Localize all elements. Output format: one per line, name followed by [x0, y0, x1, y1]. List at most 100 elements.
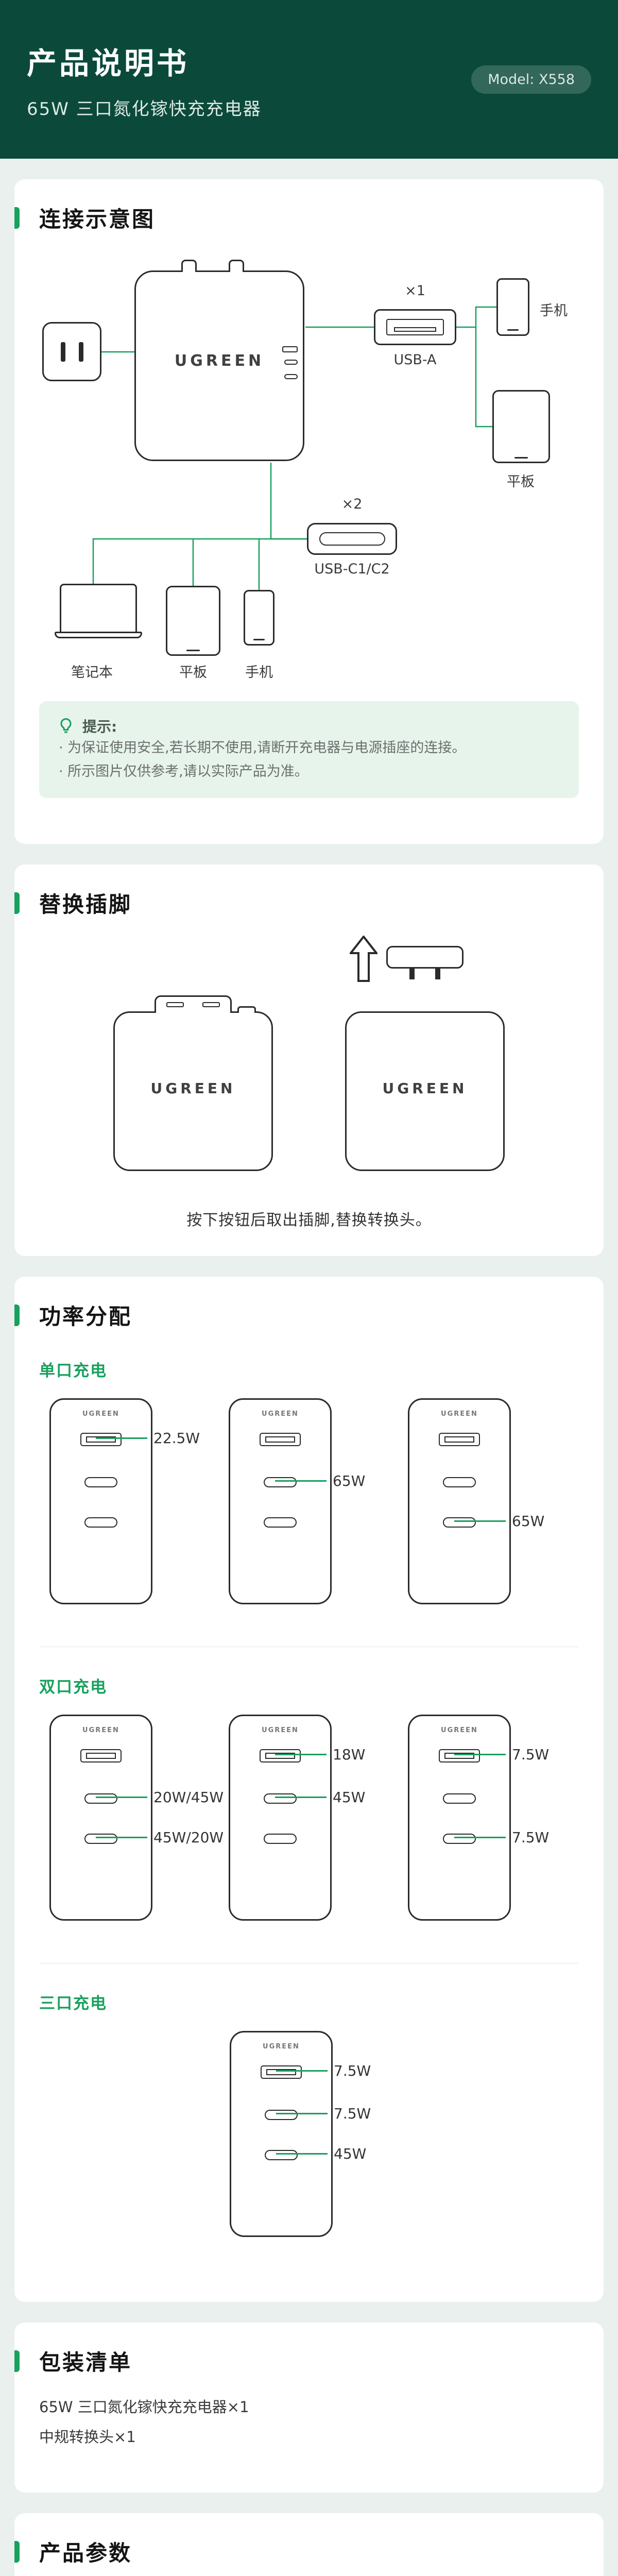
socket-slot — [60, 342, 65, 362]
socket-slot — [78, 342, 83, 362]
packing-list: 65W 三口氮化镓快充充电器×1 中规转换头×1 — [39, 2392, 579, 2452]
phone-bottom-label: 手机 — [245, 665, 273, 681]
usb-c1-port — [84, 1793, 117, 1804]
tablet-right-label: 平板 — [507, 474, 535, 490]
wattage-label: 65W — [512, 1512, 545, 1530]
power-diagram: UGREEN 65W — [218, 1398, 398, 1620]
usb-c2-port — [84, 1517, 117, 1528]
section-accent-bar — [14, 2350, 20, 2372]
mini-charger: UGREEN — [229, 1398, 332, 1604]
wattage-label: 7.5W — [512, 1745, 550, 1763]
mini-charger: UGREEN — [49, 1398, 152, 1604]
power-diagram: UGREEN 22.5W — [39, 1398, 218, 1620]
wattage-label: 45W — [333, 1788, 366, 1806]
leader-line — [275, 1480, 327, 1482]
section-accent-bar — [14, 207, 20, 229]
usb-a-connector-icon — [374, 309, 456, 345]
folded-pin — [166, 1002, 184, 1007]
header-text: 产品说明书 65W 三口氮化镓快充充电器 — [27, 39, 262, 120]
pins-illustrations: UGREEN UGREEN — [39, 936, 579, 1171]
wattage-label: 18W — [333, 1745, 366, 1763]
power-section: 功率分配 单口充电 UGREEN 22.5W UGREEN 65W UGRE — [14, 1277, 604, 2302]
wattage-label: 20W/45W — [153, 1788, 224, 1806]
packing-section-title: 包装清单 — [39, 2350, 132, 2375]
up-arrow-icon — [350, 936, 377, 982]
usb-c2-port — [265, 2150, 298, 2160]
wattage-label: 22.5W — [153, 1429, 200, 1447]
page-title: 产品说明书 — [27, 45, 190, 81]
power-diagram: UGREEN 18W 45W — [218, 1715, 398, 1936]
usb-a-port — [439, 1433, 480, 1446]
wattage-callout: 7.5W — [276, 2062, 371, 2079]
tip-item: 为保证使用安全,若长期不使用,请断开充电器与电源插座的连接。 — [59, 736, 561, 760]
wattage-label: 7.5W — [512, 1828, 550, 1846]
connection-section-header: 连接示意图 — [14, 202, 579, 233]
tip-box: 提示: 为保证使用安全,若长期不使用,请断开充电器与电源插座的连接。 所示图片仅… — [39, 701, 579, 798]
connection-section-title: 连接示意图 — [39, 207, 156, 232]
power-diagram: UGREEN 7.5W 7.5W 45W — [219, 2031, 399, 2252]
dual-port-label: 双口充电 — [39, 1678, 107, 1697]
tablet-bottom-label: 平板 — [179, 665, 207, 681]
wattage-label: 7.5W — [334, 2062, 371, 2079]
ugreen-logo: UGREEN — [174, 352, 265, 370]
usb-c2-port — [264, 1517, 297, 1528]
usb-a-port — [260, 1433, 301, 1446]
mini-charger: UGREEN — [230, 2031, 333, 2237]
power-diagram: UGREEN 65W — [398, 1398, 577, 1620]
usb-c1-port — [284, 360, 298, 365]
charger-illustration: UGREEN — [134, 260, 304, 461]
folded-pin — [202, 1002, 220, 1007]
triple-port-label: 三口充电 — [39, 1994, 107, 2013]
single-port-row: UGREEN 22.5W UGREEN 65W UGREEN — [39, 1398, 579, 1620]
packing-item: 中规转换头×1 — [39, 2428, 136, 2446]
tip-title: 提示: — [82, 718, 117, 735]
section-accent-bar — [14, 1304, 20, 1326]
leader-line — [276, 2153, 328, 2155]
usb-a-port — [260, 1749, 301, 1762]
usb-c1-port — [264, 1477, 297, 1487]
replace-pins-title: 替换插脚 — [39, 892, 132, 917]
usb-c-connector-icon — [307, 523, 397, 555]
specs-section-title: 产品参数 — [39, 2540, 132, 2566]
packing-section: 包装清单 65W 三口氮化镓快充充电器×1 中规转换头×1 — [14, 2323, 604, 2493]
usb-c-connector-inner — [319, 532, 385, 546]
single-port-label: 单口充电 — [39, 1362, 107, 1380]
ugreen-logo: UGREEN — [262, 1410, 299, 1418]
wattage-callout: 7.5W — [276, 2105, 371, 2122]
model-badge: Model: X558 — [471, 65, 591, 94]
replace-pins-section: 替换插脚 UGREEN UGREEN 按下按钮后取出插脚,替换转换头。 — [14, 865, 604, 1256]
packing-item: 65W 三口氮化镓快充充电器×1 — [39, 2398, 249, 2416]
mini-charger: UGREEN — [49, 1715, 152, 1921]
page-header: 产品说明书 65W 三口氮化镓快充充电器 Model: X558 — [0, 0, 618, 159]
power-section-title: 功率分配 — [39, 1304, 132, 1329]
ugreen-logo: UGREEN — [82, 1726, 119, 1734]
usb-c2-port — [84, 1834, 117, 1844]
leader-line — [275, 1796, 327, 1798]
leader-line — [454, 1836, 506, 1838]
mini-charger: UGREEN — [229, 1715, 332, 1921]
usb-c1-port — [264, 1793, 297, 1804]
usb-c-label: USB-C1/C2 — [314, 561, 390, 577]
wattage-callout: 7.5W — [454, 1828, 550, 1846]
ugreen-logo: UGREEN — [82, 1410, 119, 1418]
ugreen-logo: UGREEN — [262, 1726, 299, 1734]
laptop-screen — [60, 584, 137, 633]
tablet-icon — [166, 586, 220, 656]
triple-port-row: UGREEN 7.5W 7.5W 45W — [39, 2031, 579, 2252]
pins-caption: 按下按钮后取出插脚,替换转换头。 — [186, 1211, 432, 1229]
leader-line — [96, 1437, 147, 1439]
laptop-icon — [55, 584, 142, 638]
leader-line — [276, 2112, 328, 2114]
usb-a-port — [282, 346, 298, 352]
ugreen-logo: UGREEN — [441, 1726, 478, 1734]
specs-section-header: 产品参数 — [14, 2536, 579, 2567]
wattage-callout: 65W — [454, 1512, 545, 1530]
usb-c1-port — [265, 2110, 298, 2120]
wattage-callout: 18W — [275, 1745, 366, 1763]
wattage-callout: 20W/45W — [96, 1788, 224, 1806]
plug-pin — [435, 967, 440, 979]
wattage-label: 45W/20W — [153, 1828, 224, 1846]
wattage-label: 45W — [334, 2145, 367, 2162]
phone-icon — [244, 590, 274, 646]
usb-a-port — [261, 2065, 302, 2079]
